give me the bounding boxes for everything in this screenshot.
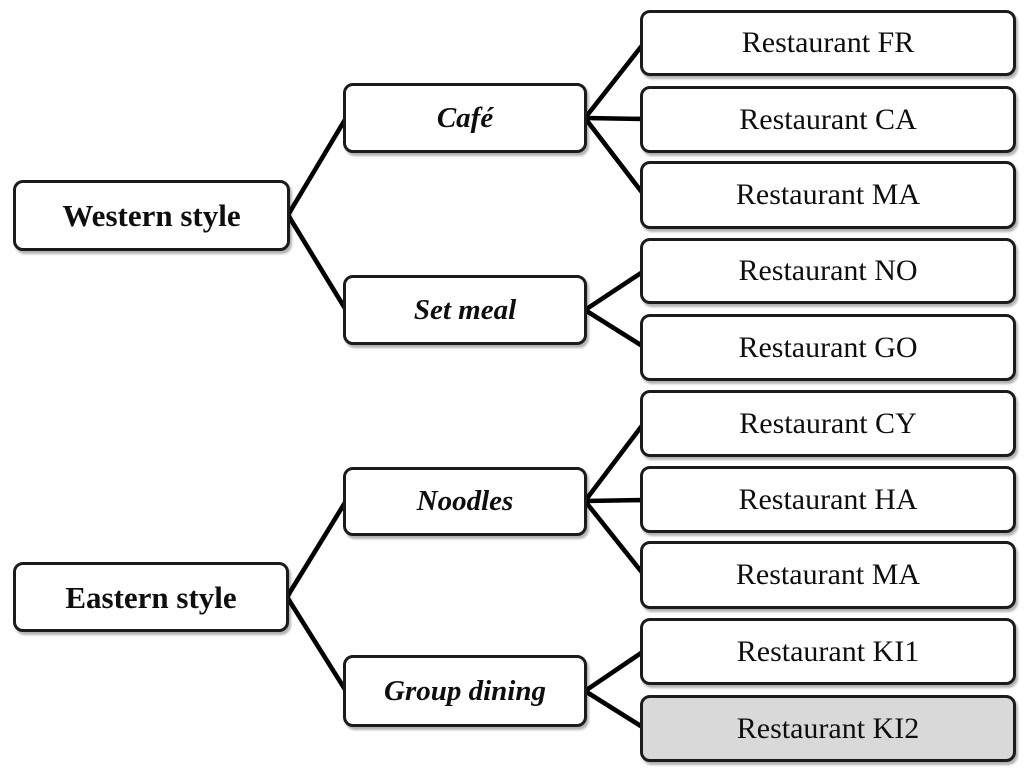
node-set-meal: Set meal bbox=[343, 275, 587, 345]
node-restaurant-ha: Restaurant HA bbox=[640, 466, 1016, 533]
node-cafe: Café bbox=[343, 83, 587, 153]
node-restaurant-no: Restaurant NO bbox=[640, 238, 1016, 304]
node-restaurant-cy: Restaurant CY bbox=[640, 390, 1016, 457]
node-noodles: Noodles bbox=[343, 467, 587, 536]
node-restaurant-ki2-highlighted: Restaurant KI2 bbox=[640, 695, 1016, 762]
node-restaurant-ki1: Restaurant KI1 bbox=[640, 618, 1016, 685]
connector-group bbox=[284, 40, 647, 731]
node-western-style: Western style bbox=[13, 180, 290, 251]
node-restaurant-ca: Restaurant CA bbox=[640, 86, 1016, 153]
node-restaurant-go: Restaurant GO bbox=[640, 314, 1016, 381]
node-group-dining: Group dining bbox=[343, 655, 587, 727]
node-restaurant-fr: Restaurant FR bbox=[640, 10, 1016, 76]
node-restaurant-ma-western: Restaurant MA bbox=[640, 161, 1016, 229]
node-eastern-style: Eastern style bbox=[13, 562, 289, 632]
node-restaurant-ma-eastern: Restaurant MA bbox=[640, 541, 1016, 609]
